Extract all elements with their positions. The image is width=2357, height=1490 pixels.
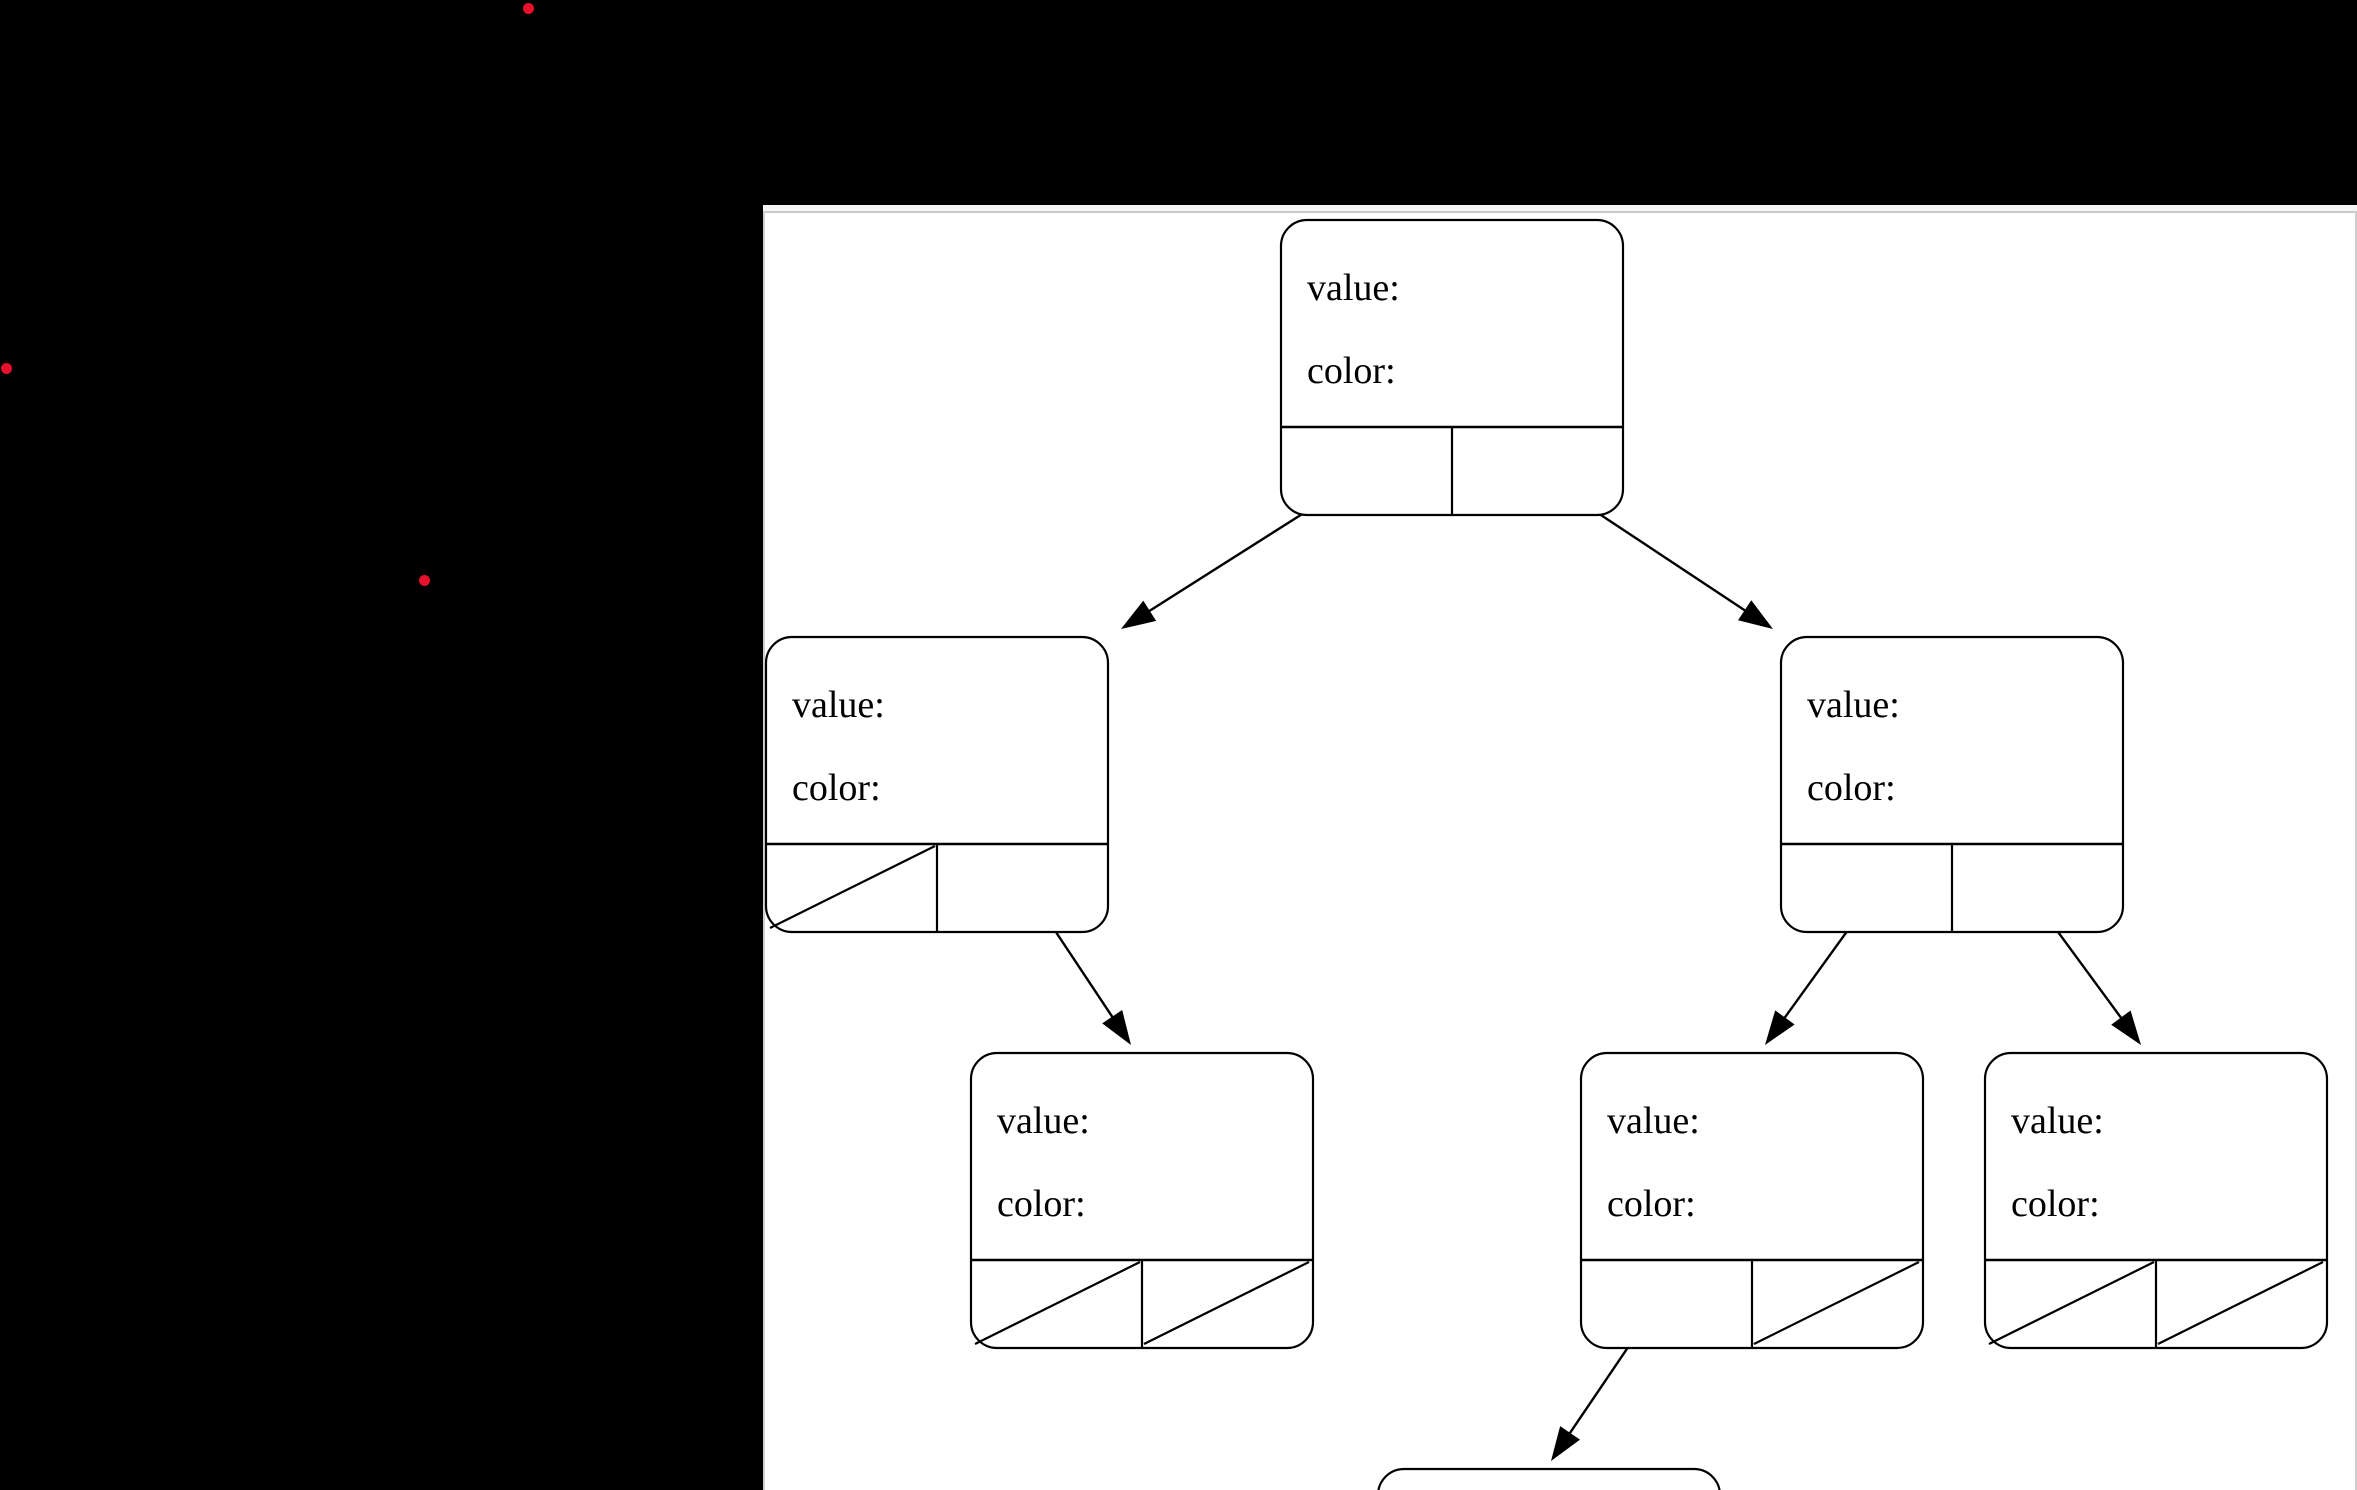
arrowhead-icon xyxy=(1738,600,1773,629)
node-color-label: color: xyxy=(2011,1183,2100,1225)
node-value-label: value: xyxy=(997,1100,1090,1142)
left-null-pointer-icon xyxy=(769,845,936,929)
arrowhead-icon xyxy=(1121,600,1157,629)
tree-node-leaf-a[interactable]: value: color: xyxy=(969,1051,1315,1350)
diagram-viewer-panel[interactable]: value: color: value: color: value: color: valu… xyxy=(763,205,2357,1490)
node-color-label: color: xyxy=(997,1183,1086,1225)
panel-left-border xyxy=(763,211,765,1490)
node-outline xyxy=(1377,1467,1721,1490)
node-value-label: value: xyxy=(792,684,885,726)
right-null-pointer-icon xyxy=(2157,1261,2324,1345)
tree-node-left-child[interactable]: value: color: xyxy=(764,635,1110,934)
cursor-marker-1 xyxy=(523,3,534,14)
right-null-pointer-icon xyxy=(1753,1261,1920,1345)
arrowhead-icon xyxy=(1765,1010,1795,1045)
tree-node-right-child[interactable]: value: color: xyxy=(1779,635,2125,934)
node-value-label: value: xyxy=(1807,684,1900,726)
arrowhead-icon xyxy=(1551,1426,1581,1461)
panel-header-strip xyxy=(763,205,2357,211)
binary-tree-diagram[interactable]: value: color: value: color: value: color: valu… xyxy=(763,205,2357,1490)
node-value-label: value: xyxy=(2011,1100,2104,1142)
node-color-label: color: xyxy=(1307,350,1396,392)
right-null-pointer-icon xyxy=(1143,1261,1310,1345)
node-value-label: value: xyxy=(1307,267,1400,309)
tree-node-inner-b[interactable]: value: color: xyxy=(1579,1051,1925,1350)
node-value-label: value: xyxy=(1607,1100,1700,1142)
left-null-pointer-icon xyxy=(974,1261,1141,1345)
cursor-marker-2 xyxy=(1,363,12,374)
cursor-marker-3 xyxy=(419,575,430,586)
tree-svg-canvas: value: color: value: color: value: color: valu… xyxy=(764,218,2329,1490)
node-color-label: color: xyxy=(1607,1183,1696,1225)
node-color-label: color: xyxy=(1807,767,1896,809)
tree-node-leaf-c[interactable]: value: color: xyxy=(1983,1051,2329,1350)
tree-node-root[interactable]: value: color: xyxy=(1279,218,1625,517)
arrowhead-icon xyxy=(1102,1010,1131,1045)
left-null-pointer-icon xyxy=(1988,1261,2155,1345)
tree-nodes-group: value: color: value: color: value: color: valu… xyxy=(764,218,2329,1490)
tree-node-leaf-d[interactable]: value:color: xyxy=(1377,1467,1721,1490)
panel-top-border xyxy=(763,211,2357,213)
node-color-label: color: xyxy=(792,767,881,809)
arrowhead-icon xyxy=(2111,1010,2141,1045)
panel-right-border xyxy=(2355,211,2357,1490)
